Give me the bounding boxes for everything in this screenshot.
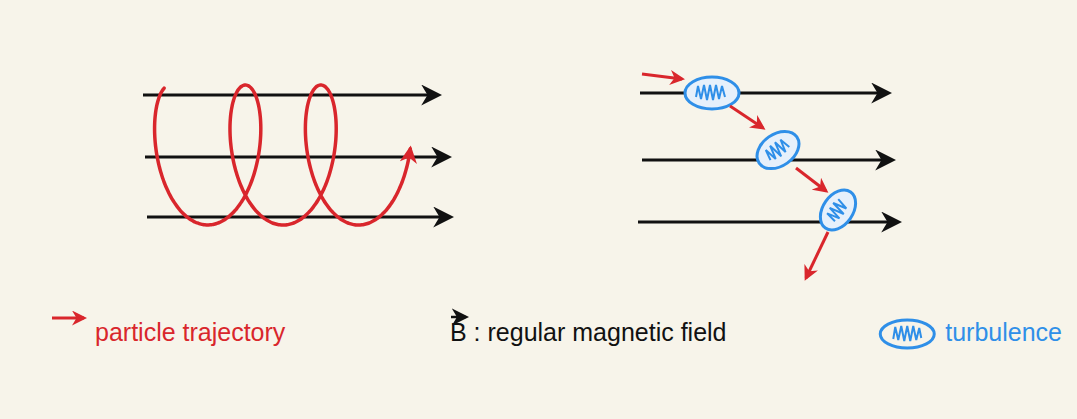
turbulence-blobs — [685, 77, 863, 237]
helix-path — [155, 85, 411, 225]
legend-arrow-sample — [52, 318, 84, 319]
field-lines-right — [638, 93, 898, 222]
scatter-arrows — [642, 74, 828, 278]
legend-turbulence-sample — [880, 320, 934, 348]
vector-arrow-line — [451, 316, 466, 319]
legend-label: B : regular magnetic field — [450, 317, 727, 347]
vector-arrow — [451, 317, 466, 318]
helical-trajectory — [155, 85, 411, 225]
legend-label: turbulence — [945, 317, 1062, 347]
legend-label: particle trajectory — [95, 317, 285, 347]
field-lines-left — [143, 95, 450, 217]
